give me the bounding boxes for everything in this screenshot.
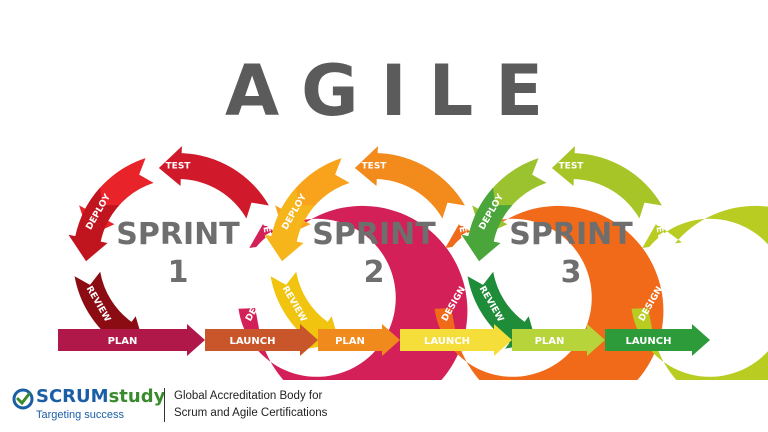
timeline-arrow-3 <box>318 324 400 356</box>
test-label: TEST <box>166 162 192 172</box>
sprint-number: 3 <box>561 255 582 290</box>
accreditation-text: Global Accreditation Body for Scrum and … <box>174 390 328 419</box>
sprint-label: SPRINT <box>116 217 240 252</box>
timeline-label-3: PLAN <box>335 336 365 347</box>
timeline-arrow-5 <box>512 324 605 356</box>
deploy-arrow <box>264 187 316 262</box>
logo-tagline: Targeting success <box>36 409 125 421</box>
timeline-label-1: PLAN <box>108 336 138 347</box>
sprint-label: SPRINT <box>509 217 633 252</box>
timeline-label-5: PLAN <box>535 336 565 347</box>
timeline-arrow-6 <box>605 324 710 356</box>
timeline-label-4: LAUNCH <box>424 336 470 347</box>
test-label: TEST <box>362 162 388 172</box>
timeline-label-6: LAUNCH <box>625 336 671 347</box>
sprint-label: SPRINT <box>312 217 436 252</box>
footer: SCRUMstudy Targeting success Global Accr… <box>0 378 768 432</box>
timeline-label-2: LAUNCH <box>229 336 275 347</box>
page-title: AGILE <box>224 50 566 132</box>
deploy-arrow <box>68 187 120 262</box>
develop-arrow <box>354 146 465 219</box>
develop-arrow <box>158 146 269 219</box>
timeline-arrow-2 <box>205 324 318 356</box>
logo-brand: SCRUMstudy <box>36 386 166 407</box>
sprint-number: 2 <box>364 255 385 290</box>
design-label: DESIGN <box>244 285 272 323</box>
design-arrow <box>631 205 768 380</box>
sprint-cycles: TESTDEPLOYREVIEWDEVELOPDESIGNSPRINT1TEST… <box>58 146 768 380</box>
divider <box>164 388 165 422</box>
develop-arrow <box>551 146 662 219</box>
check-circle-icon <box>12 388 34 410</box>
test-label: TEST <box>559 162 585 172</box>
develop-label: DEVELOP <box>652 218 670 266</box>
timeline-arrow-4 <box>400 324 512 356</box>
timeline-arrow-1 <box>58 324 205 356</box>
sprint-number: 1 <box>168 255 189 290</box>
deploy-arrow <box>461 187 513 262</box>
scrumstudy-logo: SCRUMstudy Targeting success <box>12 386 166 426</box>
